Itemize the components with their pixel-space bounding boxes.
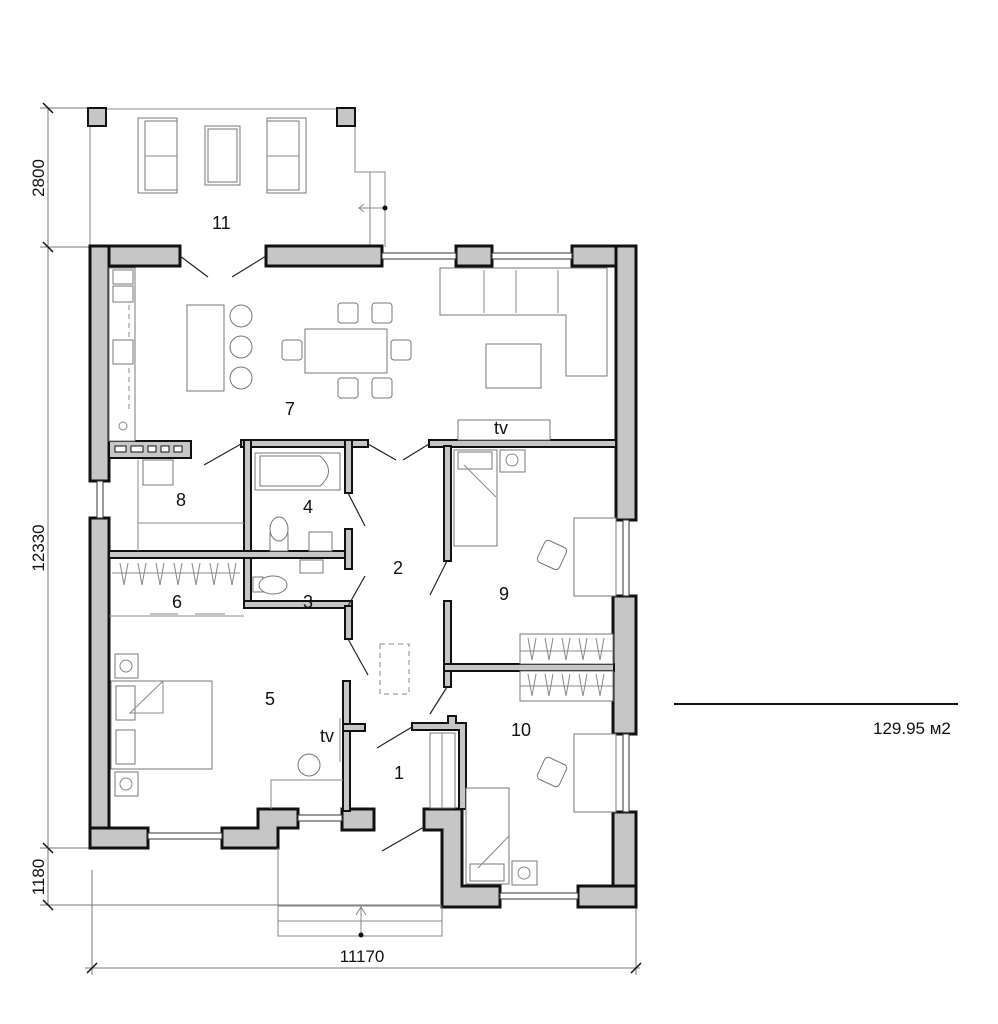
room-label-7: 7	[285, 399, 295, 419]
wardrobe-icon	[429, 732, 456, 809]
nightstand-icon	[114, 771, 139, 797]
bar-stool-icon	[229, 335, 253, 359]
sink-icon	[308, 531, 333, 552]
wardrobe-icon	[519, 633, 614, 665]
living-coffee-table	[485, 343, 542, 389]
chair-icon	[390, 339, 412, 361]
dim-porch-depth: 1180	[29, 859, 48, 896]
exterior-walls	[88, 244, 638, 909]
room-label-6: 6	[172, 592, 182, 612]
terrace-post	[87, 107, 107, 127]
interior-walls	[108, 439, 617, 812]
tv-stand	[457, 419, 551, 441]
desk-icon	[573, 517, 617, 597]
armchair-icon	[266, 117, 307, 194]
room-label-5: 5	[265, 689, 275, 709]
nightstand-icon	[511, 860, 538, 886]
chair-icon	[337, 302, 359, 324]
nightstand-icon	[499, 449, 526, 473]
room-label-9: 9	[499, 584, 509, 604]
room-label-1: 1	[394, 763, 404, 783]
bar-stool-icon	[229, 304, 253, 328]
chair-icon	[371, 377, 393, 399]
kitchen-island	[186, 304, 253, 392]
toilet-icon	[269, 516, 289, 552]
room-label-2: 2	[393, 558, 403, 578]
closet-rail	[109, 562, 244, 617]
corner-sofa	[439, 267, 608, 377]
chair-icon	[297, 753, 321, 777]
tv-label-living: tv	[494, 418, 508, 438]
bathtub-icon	[254, 452, 341, 491]
washer-icon	[142, 459, 174, 486]
double-bed-icon	[110, 680, 213, 770]
area-underline	[674, 703, 958, 705]
coffee-table-icon	[204, 125, 241, 186]
kitchen-counter	[108, 267, 136, 442]
dining-table	[281, 302, 412, 399]
door-swings	[179, 255, 448, 852]
chair-icon	[371, 302, 393, 324]
terrace	[87, 107, 388, 247]
tv-label-bedroom: tv	[320, 726, 334, 746]
fan-icon	[118, 421, 128, 431]
room-label-11: 11	[212, 213, 231, 233]
room-label-10: 10	[511, 720, 531, 740]
wardrobe-icon	[519, 670, 614, 702]
chair-icon	[281, 339, 303, 361]
utility-radiator	[114, 445, 183, 453]
office-chair-icon	[536, 539, 568, 571]
dim-house-width: 11170	[340, 947, 385, 966]
total-area: 129.95 м2	[873, 719, 951, 738]
single-bed-icon	[453, 449, 498, 547]
single-bed-icon	[465, 787, 510, 885]
office-chair-icon	[536, 756, 568, 788]
bar-stool-icon	[229, 366, 253, 390]
porch	[277, 848, 443, 938]
toilet-icon	[252, 575, 288, 595]
sink-icon	[299, 559, 324, 574]
rug	[379, 643, 410, 695]
dim-terrace-depth: 2800	[29, 159, 48, 197]
armchair-icon	[137, 117, 178, 194]
nightstand-icon	[114, 653, 139, 679]
chair-icon	[337, 377, 359, 399]
room-label-4: 4	[303, 497, 313, 517]
dim-house-depth: 12330	[29, 524, 48, 571]
desk-icon	[573, 733, 617, 813]
terrace-post	[336, 107, 356, 127]
room-label-8: 8	[176, 490, 186, 510]
room-label-3: 3	[303, 592, 313, 612]
